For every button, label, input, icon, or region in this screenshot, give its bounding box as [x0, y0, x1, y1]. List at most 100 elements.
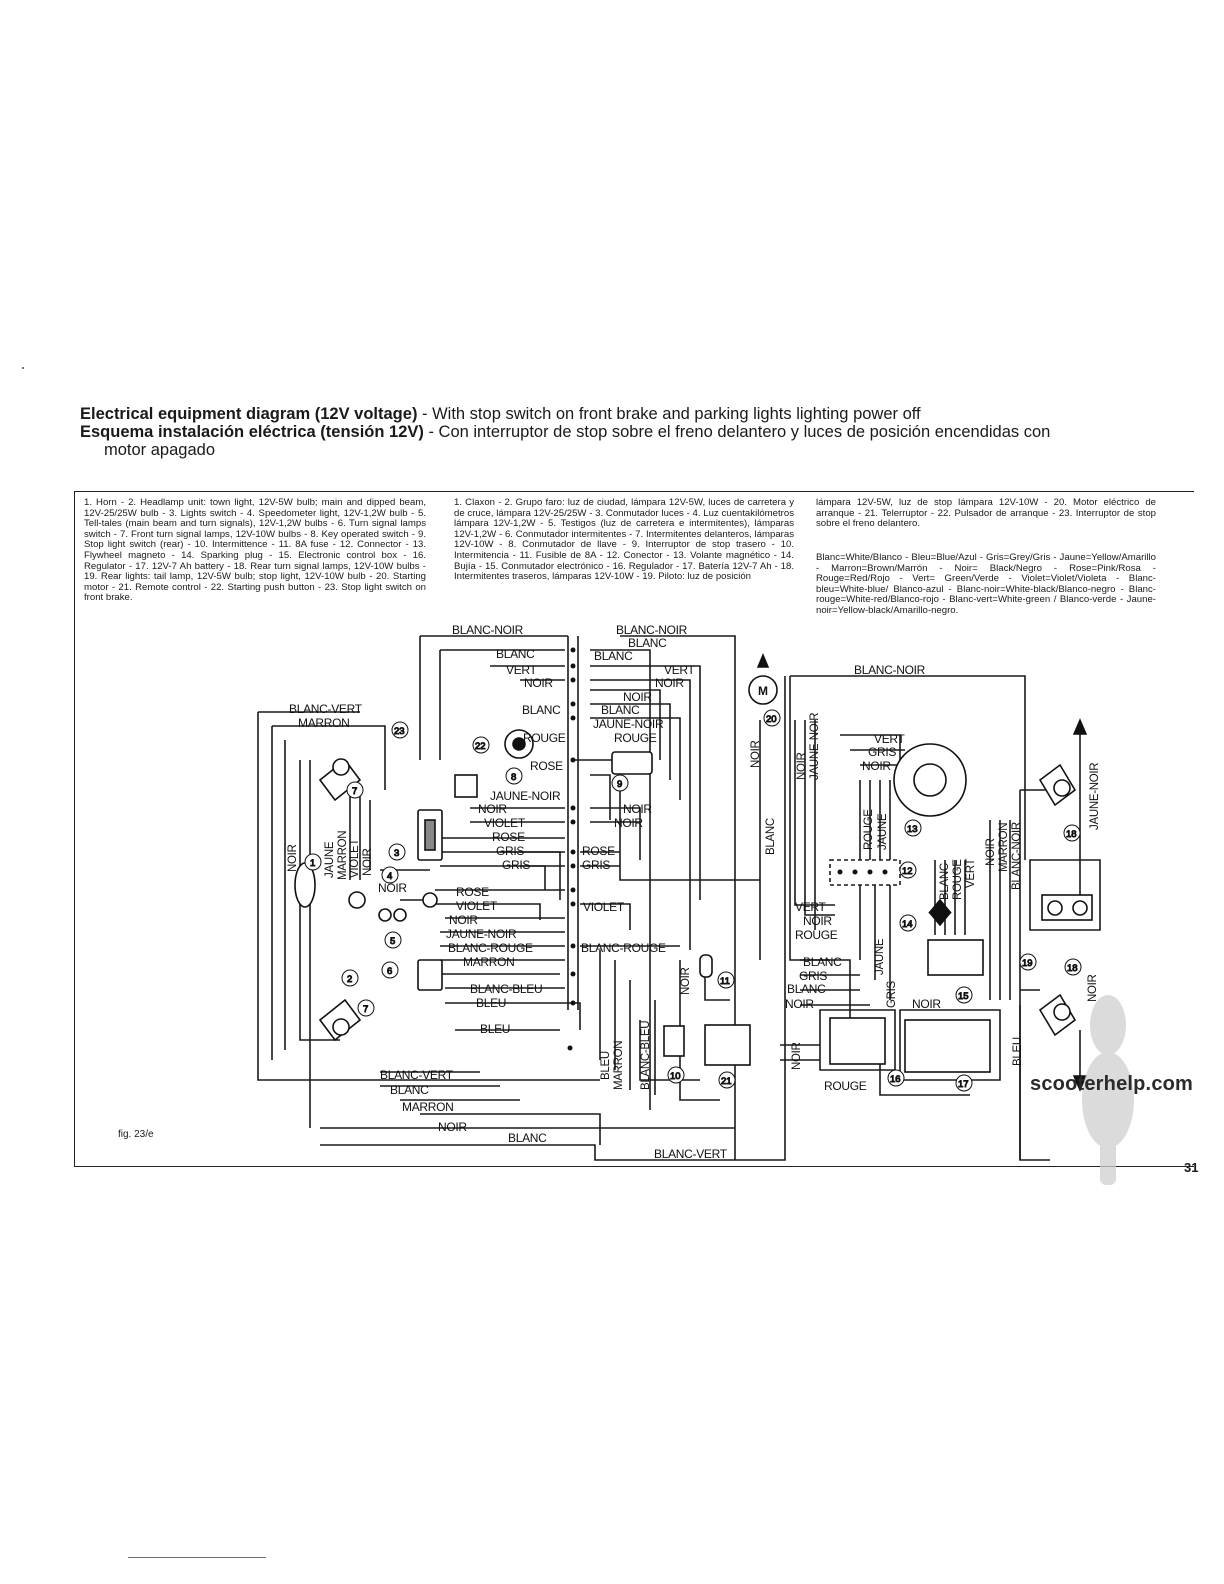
- wire-label-blanc-rouge-b: BLANC-ROUGE: [581, 941, 666, 955]
- wire-label-violet-b: VIOLET: [456, 899, 498, 913]
- wire-label-noir-d: NOIR: [478, 802, 507, 816]
- wire-label-blanc-noir-right: BLANC-NOIR: [854, 663, 926, 677]
- wire-label-rouge-d: ROUGE: [824, 1079, 867, 1093]
- wire-label-blanc-vert-top: BLANC-VERT: [289, 702, 363, 716]
- wire-label-bleu-b: BLEU: [480, 1022, 510, 1036]
- wire-label-marron-top: MARRON: [298, 716, 350, 730]
- wire-label-v-bleu-1: BLEU: [600, 1051, 612, 1080]
- legend-wire-colors: Blanc=White/Blanco - Bleu=Blue/Azul - Gr…: [816, 552, 1156, 616]
- wire-label-rouge-c: ROUGE: [795, 928, 838, 942]
- wire-label-blanc-b: BLANC: [628, 636, 667, 650]
- wire-label-noir-k: NOIR: [785, 997, 814, 1011]
- wire-label-v-rouge-1: ROUGE: [863, 809, 875, 850]
- wire-label-v-blanc-bleu-1: BLANC-BLEU: [640, 1021, 652, 1090]
- wire-label-v-jaune-3: JAUNE: [874, 938, 886, 975]
- scan-speck: [22, 367, 24, 369]
- wire-label-v-noir-5: NOIR: [985, 838, 997, 866]
- wire-label-blanc-e: BLANC: [601, 703, 640, 717]
- watermark: scooterhelp.com: [1030, 1073, 1194, 1095]
- wire-label-v-noir-4: NOIR: [796, 752, 808, 780]
- title-spanish-continued: motor apagado: [104, 441, 215, 459]
- wire-label-jaune-noir-a: JAUNE-NOIR: [593, 717, 664, 731]
- component-number-7b: 7: [363, 1004, 368, 1015]
- wire-label-v-marron-2: MARRON: [998, 823, 1010, 872]
- wire-label-rouge-a: ROUGE: [523, 731, 566, 745]
- wire-label-noir-c: NOIR: [623, 690, 652, 704]
- component-number-6: 6: [387, 966, 392, 977]
- wire-label-vert-d: VERT: [795, 900, 827, 914]
- component-number-7a: 7: [352, 786, 357, 797]
- diagram-frame: [74, 491, 1194, 1167]
- component-number-11: 11: [720, 976, 730, 987]
- footer-rule: [128, 1557, 266, 1558]
- wire-label-jaune-noir-b: JAUNE-NOIR: [490, 789, 561, 803]
- component-number-10: 10: [670, 1071, 681, 1082]
- wire-labels-vertical: NOIR JAUNE MARRON VIOLET NOIR NOIR JAUNE…: [287, 713, 1101, 1090]
- wire-label-v-noir-6: NOIR: [680, 967, 692, 995]
- wire-label-blanc-g: BLANC: [803, 955, 842, 969]
- component-number-9: 9: [617, 779, 622, 790]
- wire-label-violet-a: VIOLET: [484, 816, 526, 830]
- wire-lines: [257, 635, 1101, 1161]
- component-number-19: 19: [1022, 958, 1033, 969]
- wire-label-blanc-a: BLANC: [496, 647, 535, 661]
- wire-label-v-jaune-noir-2: JAUNE-NOIR: [1089, 763, 1101, 830]
- wire-label-v-noir-7: NOIR: [791, 1042, 803, 1070]
- wire-label-v-rouge-2: ROUGE: [952, 859, 964, 900]
- component-number-23: 23: [394, 726, 405, 737]
- wire-label-v-noir-1: NOIR: [287, 844, 299, 872]
- scooter-watermark-silhouette: [1082, 995, 1134, 1185]
- component-number-13: 13: [907, 824, 918, 835]
- component-number-12: 12: [902, 866, 913, 877]
- wire-label-rouge-b: ROUGE: [614, 731, 657, 745]
- wire-label-v-noir-3: NOIR: [750, 740, 762, 768]
- component-number-4: 4: [387, 871, 392, 882]
- wire-label-v-blanc-noir-1: BLANC-NOIR: [1011, 822, 1023, 890]
- wire-label-noir-a: NOIR: [524, 676, 553, 690]
- wire-labels-horizontal: BLANC-NOIR BLANC-NOIR BLANC-NOIR BLANC B…: [289, 623, 942, 1161]
- wire-label-noir-bottom: NOIR: [438, 1120, 467, 1134]
- wire-label-blanc-f: BLANC: [390, 1083, 429, 1097]
- wire-label-rose-d: ROSE: [456, 885, 489, 899]
- wire-label-vert-a: VERT: [506, 663, 538, 677]
- wire-label-v-jaune-2: JAUNE: [877, 813, 889, 850]
- wire-label-noir-h: NOIR: [449, 913, 478, 927]
- wire-label-noir-e: NOIR: [623, 802, 652, 816]
- wire-label-vert-c: VERT: [874, 732, 906, 746]
- component-number-17: 17: [958, 1079, 969, 1090]
- component-number-2: 2: [347, 974, 352, 985]
- legend-spanish-part2: lámpara 12V-5W, luz de stop lámpara 12V-…: [816, 497, 1156, 530]
- wire-label-blanc-bottom: BLANC: [508, 1131, 547, 1145]
- component-number-16: 16: [890, 1074, 901, 1085]
- component-number-5: 5: [390, 936, 395, 947]
- wire-label-gris-b: GRIS: [502, 858, 530, 872]
- wire-label-noir-b: NOIR: [655, 676, 684, 690]
- component-symbols: [294, 675, 1093, 1073]
- wire-label-marron-mid: MARRON: [463, 955, 515, 969]
- wire-label-blanc-rouge-a: BLANC-ROUGE: [448, 941, 533, 955]
- wire-label-violet-c: VIOLET: [583, 900, 625, 914]
- component-number-8: 8: [511, 772, 516, 783]
- wire-label-v-noir-2: NOIR: [362, 848, 374, 876]
- wire-label-noir-j: NOIR: [803, 914, 832, 928]
- wire-label-jaune-noir-c: JAUNE-NOIR: [446, 927, 517, 941]
- page-number: 31: [1184, 1160, 1199, 1175]
- figure-caption: fig. 23/e: [118, 1129, 154, 1140]
- wire-label-gris-e: GRIS: [799, 969, 827, 983]
- wire-label-blanc-c: BLANC: [594, 649, 633, 663]
- ground-arrows: [756, 653, 1088, 1092]
- wire-label-blanc-vert-bottom: BLANC-VERT: [380, 1068, 454, 1082]
- wire-label-gris-d: GRIS: [868, 745, 896, 759]
- wire-label-marron-bottom: MARRON: [402, 1100, 454, 1114]
- wire-label-v-jaune-1: JAUNE: [324, 841, 336, 878]
- wire-label-v-gris-1: GRIS: [886, 980, 898, 1008]
- wire-label-rose-c: ROSE: [582, 844, 615, 858]
- component-number-18a: 18: [1066, 829, 1077, 840]
- legend-english: 1. Horn - 2. Headlamp unit: town light, …: [84, 497, 426, 604]
- title-spanish: Esquema instalación eléctrica (tensión 1…: [80, 423, 1051, 441]
- wire-label-bleu-a: BLEU: [476, 996, 506, 1010]
- wire-label-v-noir-8: NOIR: [1087, 974, 1099, 1002]
- wire-label-noir-f: NOIR: [614, 816, 643, 830]
- wire-label-v-jaune-noir-1: JAUNE-NOIR: [809, 713, 821, 780]
